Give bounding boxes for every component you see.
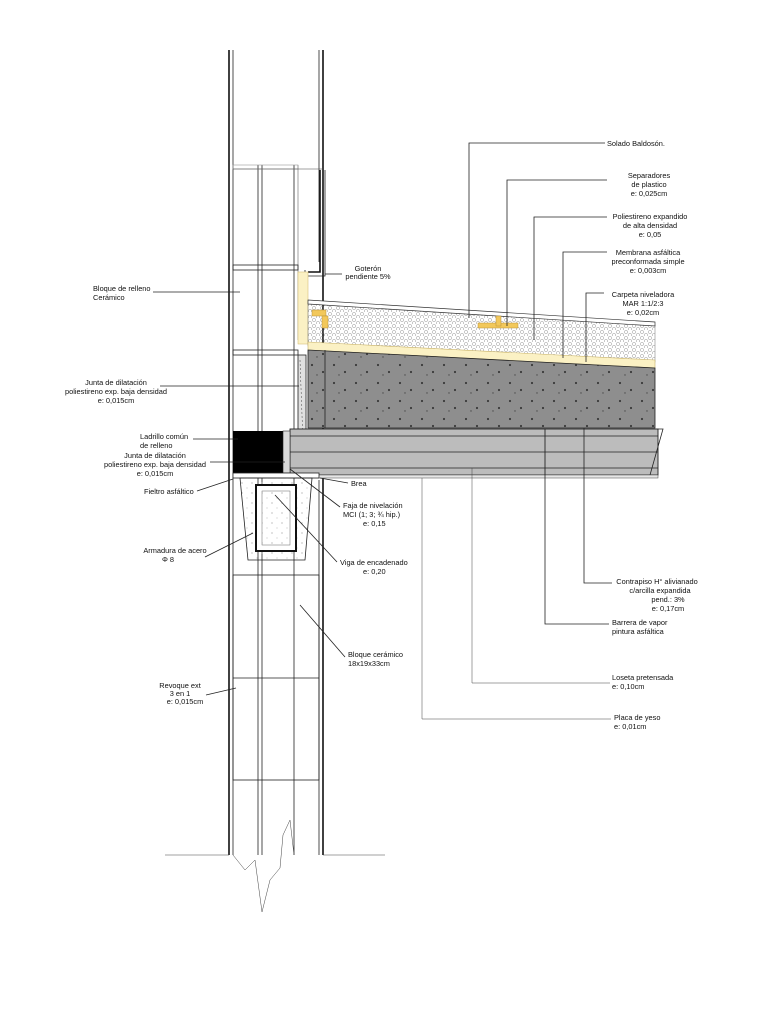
label-fieltro: Fieltro asfáltico xyxy=(144,487,194,496)
contrapiso-aggregate xyxy=(308,350,655,428)
fieltro-asfaltico xyxy=(232,472,320,479)
wall-break-symbol xyxy=(165,819,385,913)
solado-layer xyxy=(307,299,656,327)
label-brea: Brea xyxy=(351,479,368,488)
label-solado: Solado Baldosón. xyxy=(607,139,665,148)
ladrillo-comun xyxy=(233,431,283,473)
vertical-insulation xyxy=(297,271,309,345)
goteron xyxy=(304,170,326,277)
separadores xyxy=(311,309,519,329)
viga-encadenado xyxy=(239,477,313,561)
placa-yeso xyxy=(289,474,659,479)
junta-lateral xyxy=(282,430,291,474)
leader-lines xyxy=(153,142,612,720)
loseta-pretensada xyxy=(289,428,664,476)
